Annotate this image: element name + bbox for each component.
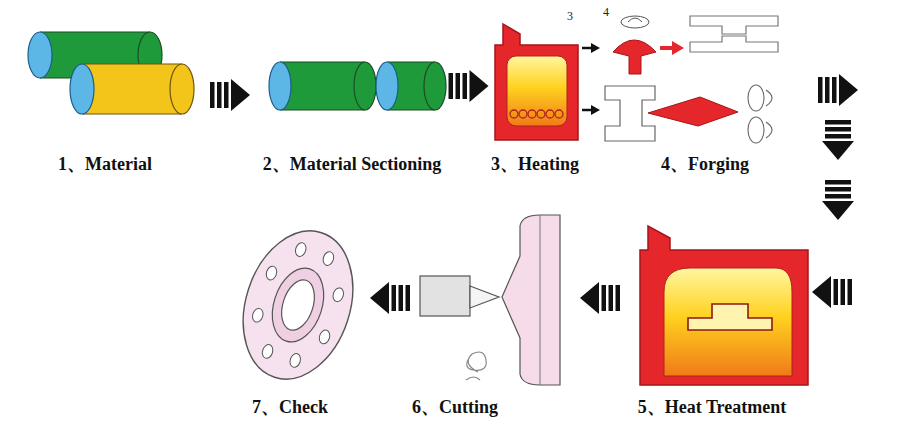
step-label: 3、Heating [491,153,579,175]
flow-arrow [449,70,489,102]
process-step: 3、Heating [490,15,582,145]
heat-treatment-furnace [640,226,808,385]
step-label: 1、Material [58,153,152,175]
flow-arrow [210,79,250,111]
callout-number: 3 [567,10,573,23]
process-step: 4、Forging [600,5,800,145]
process-step: 1、Material [18,28,198,148]
process-step: 5、Heat Treatment [635,222,810,387]
process-step: 6、Cutting [415,212,565,387]
material-bars [28,32,194,114]
flow-arrow [582,43,600,115]
step-label: 6、Cutting [412,396,498,418]
step-label: 4、Forging [661,153,749,175]
callout-number: 4 [603,6,609,19]
process-step: 2、Material Sectioning [262,50,447,148]
heating-furnace [495,24,578,140]
forging-dies [605,16,778,143]
flow-arrow [370,282,410,314]
step-label: 2、Material Sectioning [263,153,441,175]
finished-flange [225,217,371,394]
step-label: 7、Check [252,396,328,418]
cut-billets [269,62,446,110]
flow-arrow [812,74,858,308]
step-label: 5、Heat Treatment [638,396,786,418]
flow-arrow [580,282,620,314]
process-step: 7、Check [235,222,365,390]
lathe-cutting [420,215,560,385]
